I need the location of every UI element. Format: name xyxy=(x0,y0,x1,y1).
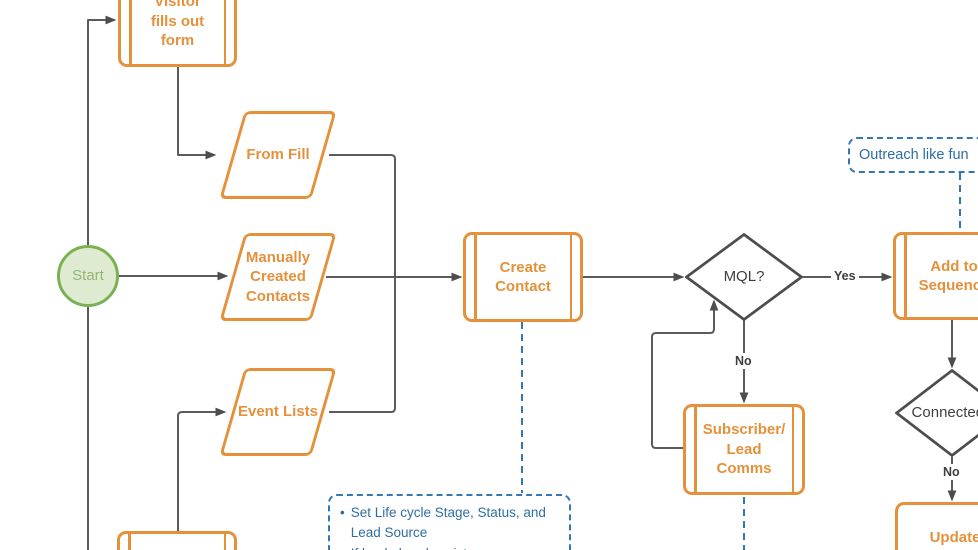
update-label: Update Sequence xyxy=(920,528,978,550)
predefined-process-bar xyxy=(223,534,226,550)
manually-created-node[interactable]: Manually Created Contacts xyxy=(218,232,338,322)
predefined-process-bar xyxy=(128,534,131,550)
predefined-process-bar xyxy=(129,0,132,64)
connector-start-to-visitor-form[interactable] xyxy=(87,15,117,246)
connector-visitor-form-to-from-fill[interactable] xyxy=(177,67,217,160)
subscriber-comms-node[interactable]: Subscriber/ Lead Comms xyxy=(683,404,805,495)
mql-label: MQL? xyxy=(723,268,765,286)
event-lists-node[interactable]: Event Lists xyxy=(218,367,338,457)
bullet-icon: • xyxy=(340,544,345,550)
predefined-process-bar xyxy=(569,235,572,319)
connector-subscriber-back-to-mql[interactable] xyxy=(651,299,719,449)
create-contact-node[interactable]: Create Contact xyxy=(463,232,583,322)
visitor-form-node[interactable]: Visitor fills out form xyxy=(118,0,237,67)
create-contact-label: Create Contact xyxy=(495,258,551,296)
bullet-icon: • xyxy=(340,505,345,520)
from-fill-node[interactable]: From Fill xyxy=(218,110,338,200)
connector-bottom-shape-to-event-lists[interactable] xyxy=(177,407,227,531)
outreach-note-text: Outreach like fun xyxy=(859,147,969,163)
lifecycle-note-text: If lead already exists, merge xyxy=(351,544,520,550)
edge-label-no-mql: No xyxy=(732,353,755,369)
predefined-process-bar xyxy=(474,235,477,319)
connected-decision-node[interactable]: Connected? xyxy=(895,369,978,457)
lifecycle-note[interactable]: • Set Life cycle Stage, Status, and Lead… xyxy=(328,494,571,550)
from-fill-label: From Fill xyxy=(246,146,310,164)
manually-created-label: Manually Created Contacts xyxy=(245,248,311,305)
lifecycle-note-item: • Set Life cycle Stage, Status, and Lead… xyxy=(340,503,559,544)
update-node[interactable]: Update Sequence xyxy=(895,502,978,550)
start-node[interactable]: Start xyxy=(57,245,119,307)
connector-from-fill-to-junction[interactable] xyxy=(329,154,396,277)
predefined-process-bar xyxy=(904,235,907,317)
event-lists-label: Event Lists xyxy=(237,403,319,421)
lifecycle-note-text: Set Life cycle Stage, Status, and Lead S… xyxy=(350,505,546,541)
visitor-form-label: Visitor fills out form xyxy=(150,0,205,50)
predefined-process-bar xyxy=(223,0,226,64)
mql-decision-node[interactable]: MQL? xyxy=(685,233,803,321)
outreach-note[interactable]: Outreach like fun xyxy=(848,137,978,173)
predefined-process-bar xyxy=(791,407,794,492)
subscriber-comms-label: Subscriber/ Lead Comms xyxy=(702,421,786,478)
diamond-shape xyxy=(895,369,978,457)
add-to-sequence-label: Add to Sequence xyxy=(918,257,978,295)
connector-event-lists-to-junction[interactable] xyxy=(329,277,396,413)
connected-label: Connected? xyxy=(911,404,978,422)
predefined-process-bar xyxy=(694,407,697,492)
diamond-shape xyxy=(685,233,803,321)
start-label: Start xyxy=(72,267,104,285)
lifecycle-note-item: • If lead already exists, merge xyxy=(340,544,559,550)
add-to-sequence-node[interactable]: Add to Sequence xyxy=(893,232,978,320)
edge-label-no-connected: No xyxy=(940,464,963,480)
clipped-bottom-node[interactable] xyxy=(117,531,237,550)
edge-label-yes: Yes xyxy=(831,268,859,284)
